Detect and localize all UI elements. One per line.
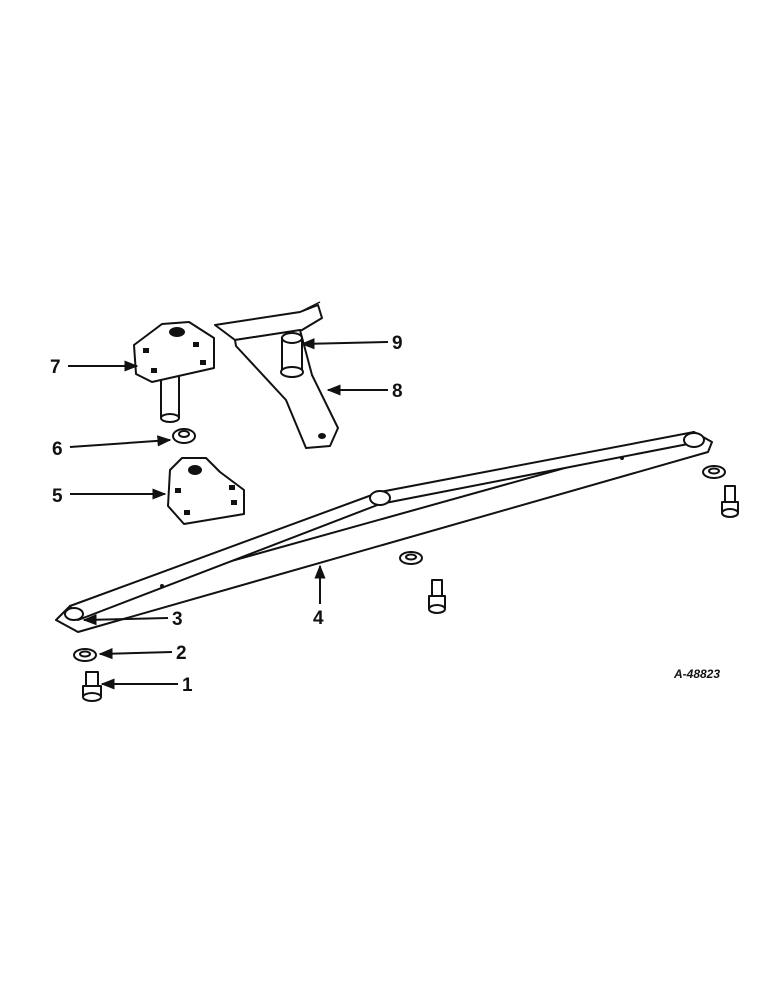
callout-7: 7	[50, 357, 61, 378]
callout-1: 1	[182, 675, 193, 696]
callout-8: 8	[392, 381, 403, 402]
callout-5: 5	[52, 486, 63, 507]
washer-part-right	[702, 465, 726, 479]
leader-9	[300, 338, 389, 350]
washer-part-middle	[399, 551, 423, 565]
leader-2	[98, 648, 173, 660]
pitman-bar-part	[55, 431, 713, 633]
leader-6	[69, 435, 172, 448]
lower-mounting-plate-part	[167, 457, 245, 525]
bar-end-pivot-part	[64, 607, 84, 621]
callout-9: 9	[392, 333, 403, 354]
washer-part	[73, 648, 97, 662]
callout-6: 6	[52, 439, 63, 460]
callout-2: 2	[176, 643, 187, 664]
bushing-part	[280, 332, 304, 378]
spacer-ring-part	[172, 428, 196, 444]
figure-reference-code: A-48823	[673, 667, 720, 681]
bolt-part-right	[721, 485, 739, 518]
pivot-bracket-part	[214, 301, 339, 449]
upper-mounting-plate-part	[133, 321, 215, 423]
callout-3: 3	[172, 609, 183, 630]
callout-4: 4	[313, 608, 324, 629]
bolt-part	[82, 671, 102, 702]
bolt-part-middle	[428, 579, 446, 614]
leader-3	[82, 614, 169, 626]
